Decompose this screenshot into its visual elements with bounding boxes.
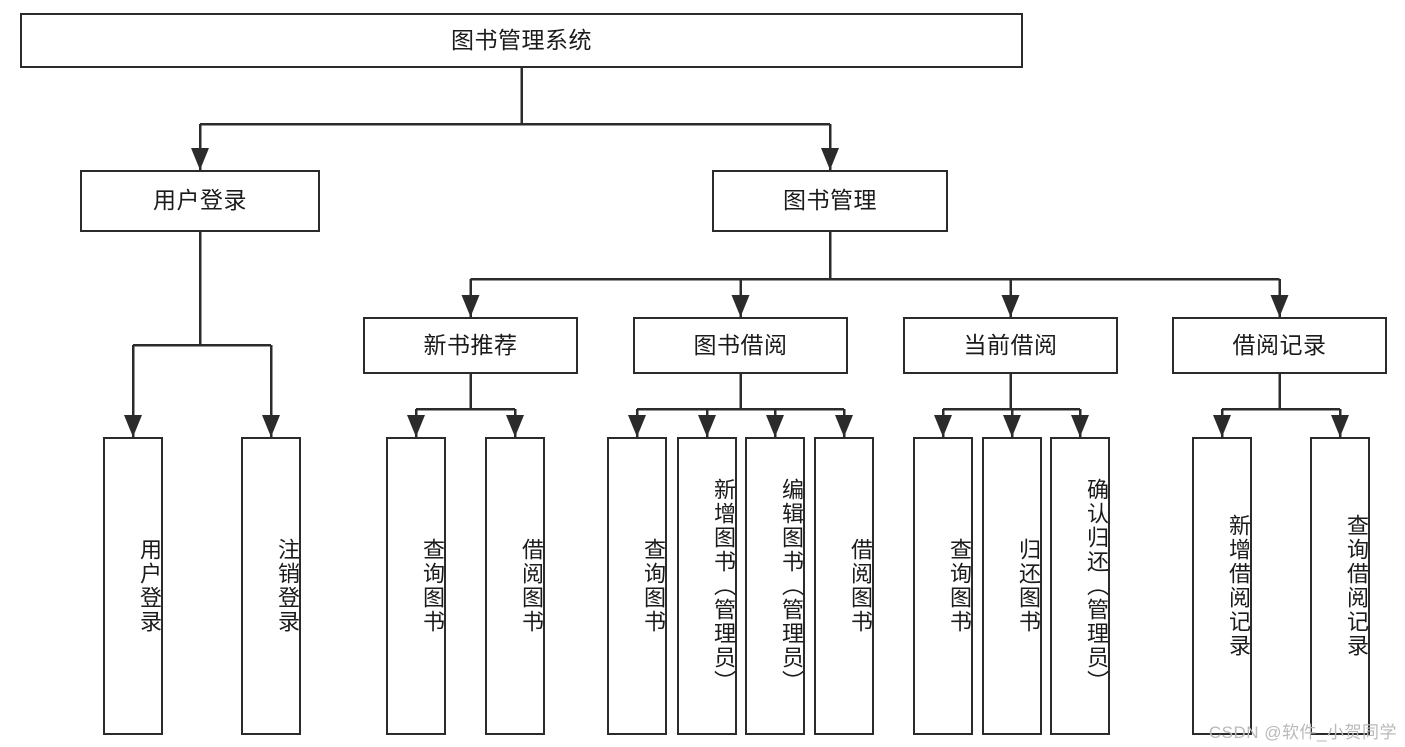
node-leaf-add-borrow-record[interactable]: 新增借阅记录 — [1192, 437, 1252, 735]
node-leaf-query-book-borrow[interactable]: 查询图书 — [607, 437, 667, 735]
node-book-borrow[interactable]: 图书借阅 — [633, 317, 848, 374]
node-label: 用户登录 — [153, 187, 247, 214]
node-leaf-query-book-current[interactable]: 查询图书 — [913, 437, 973, 735]
node-label: 查询借阅记录 — [1344, 514, 1369, 658]
node-label: 借阅图书 — [519, 538, 544, 634]
node-label: 借阅图书 — [848, 538, 873, 634]
node-leaf-add-book-admin[interactable]: 新增图书（管理员） — [677, 437, 737, 735]
node-leaf-logout[interactable]: 注销登录 — [241, 437, 301, 735]
node-leaf-edit-book-admin[interactable]: 编辑图书（管理员） — [745, 437, 805, 735]
node-user-login-module[interactable]: 用户登录 — [80, 170, 320, 232]
node-label: 编辑图书（管理员） — [779, 478, 804, 694]
node-label: 图书借阅 — [693, 331, 788, 358]
node-leaf-borrow-book[interactable]: 借阅图书 — [814, 437, 874, 735]
node-label: 图书管理 — [783, 187, 877, 214]
node-leaf-borrow-book-recommend[interactable]: 借阅图书 — [485, 437, 545, 735]
node-root[interactable]: 图书管理系统 — [20, 13, 1023, 68]
node-label: 新增图书（管理员） — [711, 478, 736, 694]
watermark: CSDN @软件_小贺同学 — [1208, 723, 1397, 742]
node-label: 确认归还（管理员） — [1084, 478, 1109, 694]
node-current-borrow[interactable]: 当前借阅 — [903, 317, 1118, 374]
node-label: 新增借阅记录 — [1226, 514, 1251, 658]
node-borrow-record[interactable]: 借阅记录 — [1172, 317, 1387, 374]
node-label: 图书管理系统 — [451, 26, 592, 53]
node-label: 查询图书 — [947, 538, 972, 634]
node-label: 新书推荐 — [423, 331, 518, 358]
node-book-management-module[interactable]: 图书管理 — [712, 170, 948, 232]
node-label: 归还图书 — [1016, 538, 1041, 634]
node-label: 查询图书 — [641, 538, 666, 634]
node-label: 注销登录 — [275, 538, 300, 634]
node-leaf-return-book[interactable]: 归还图书 — [982, 437, 1042, 735]
node-label: 当前借阅 — [963, 331, 1058, 358]
node-leaf-query-borrow-record[interactable]: 查询借阅记录 — [1310, 437, 1370, 735]
node-new-book-recommend[interactable]: 新书推荐 — [363, 317, 578, 374]
node-leaf-user-login[interactable]: 用户登录 — [103, 437, 163, 735]
node-label: 用户登录 — [137, 538, 162, 634]
node-leaf-query-book-recommend[interactable]: 查询图书 — [386, 437, 446, 735]
node-leaf-confirm-return-admin[interactable]: 确认归还（管理员） — [1050, 437, 1110, 735]
node-label: 借阅记录 — [1232, 331, 1327, 358]
node-label: 查询图书 — [420, 538, 445, 634]
